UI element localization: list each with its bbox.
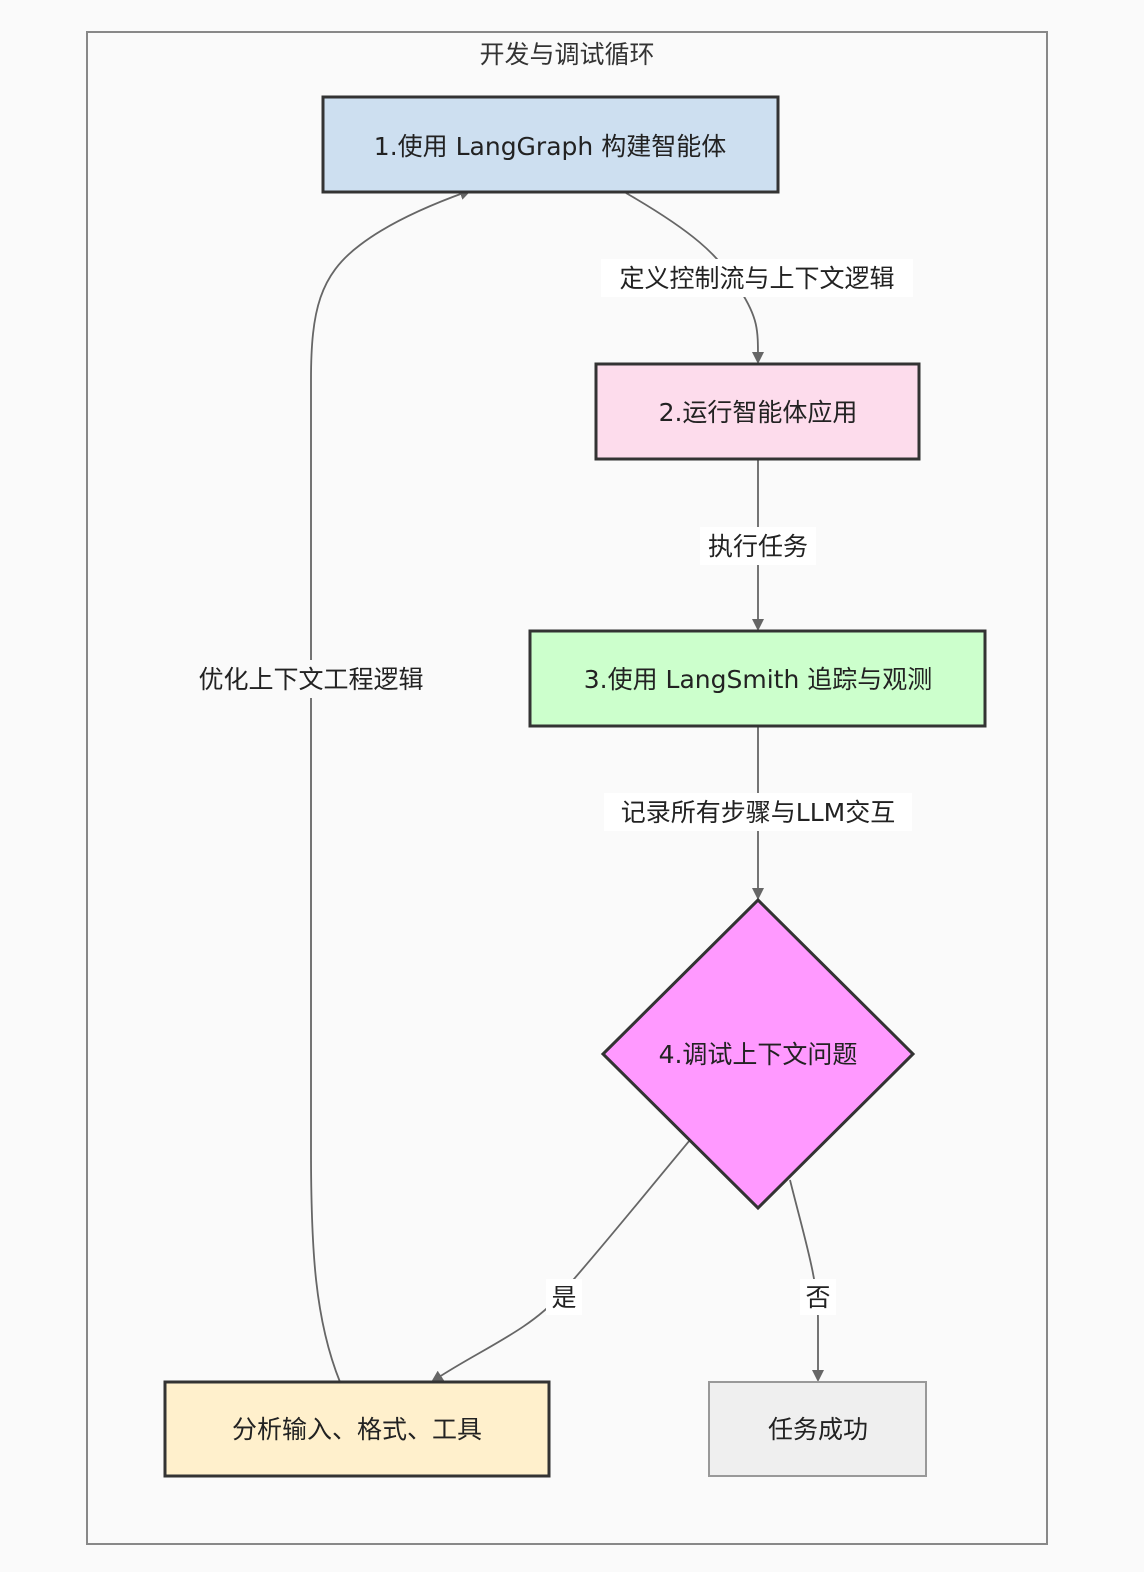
node-run-agent: 2.运行智能体应用: [594, 362, 921, 461]
edge-label-bg-2: [700, 527, 816, 565]
node-task-success-label: 任务成功: [768, 1415, 868, 1444]
edge-label-define-control: 定义控制流与上下文逻辑: [619, 264, 894, 293]
node-debug-context: 4.调试上下文问题: [600, 897, 916, 1211]
edge-analyze-to-build: [310, 188, 472, 1383]
subgraph-title: 开发与调试循环: [479, 40, 654, 69]
node-debug-context-label: 4.调试上下文问题: [659, 1040, 858, 1069]
node-build-agent-label: 1.使用 LangGraph 构建智能体: [374, 132, 726, 161]
edge-label-optimize-context: 优化上下文工程逻辑: [198, 665, 423, 694]
edge-label-bg-5: [800, 1279, 836, 1315]
edge-label-execute-task: 执行任务: [708, 532, 808, 561]
edge-label-bg-4: [546, 1279, 582, 1315]
edge-label-yes: 是: [551, 1283, 576, 1312]
node-analyze-input: 分析输入、格式、工具: [163, 1380, 551, 1478]
subgraph-frame: [86, 31, 1048, 1545]
edge-label-bg-6: [183, 660, 439, 698]
node-analyze-input-label: 分析输入、格式、工具: [232, 1415, 482, 1444]
node-task-success: 任务成功: [708, 1381, 927, 1477]
node-trace-observe-label: 3.使用 LangSmith 追踪与观测: [584, 665, 933, 694]
node-run-agent-label: 2.运行智能体应用: [659, 398, 858, 427]
edge-label-no: 否: [805, 1283, 830, 1312]
node-trace-observe: 3.使用 LangSmith 追踪与观测: [528, 629, 987, 728]
edge-label-bg-1: [601, 259, 913, 297]
edge-label-bg-3: [604, 793, 912, 831]
node-build-agent: 1.使用 LangGraph 构建智能体: [321, 95, 780, 194]
edge-label-record-steps: 记录所有步骤与LLM交互: [621, 798, 895, 827]
